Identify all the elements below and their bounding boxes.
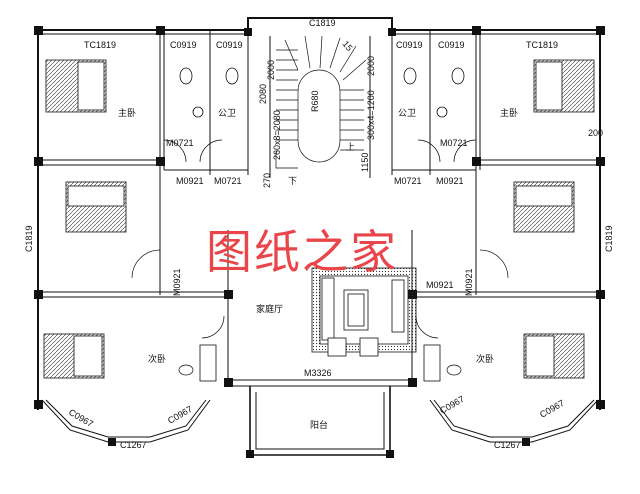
stair-down-label: 下: [288, 176, 297, 186]
dim-200: 200: [588, 128, 603, 138]
room-second-right: 次卧: [476, 353, 494, 364]
watermark: 图纸之家: [206, 225, 398, 279]
room-master-right: 主卧: [500, 107, 518, 118]
door-label-m0921-rv: M0921: [464, 268, 474, 296]
door-label-m0721-r1: M0721: [394, 176, 422, 186]
room-balcony: 阳台: [310, 419, 328, 430]
window-label-c0919-r1: C0919: [396, 40, 423, 50]
door-label-m0921-r3: M0921: [426, 280, 454, 290]
stair-dim-b: 260x8=2080: [272, 110, 282, 160]
stair-dim-g: 270: [262, 173, 272, 188]
stair-dim-e: 300x4=1200: [366, 90, 376, 140]
stair-radius-label: R680: [310, 90, 320, 112]
stair-up-label: 上: [346, 142, 355, 152]
room-master-left: 主卧: [118, 107, 136, 118]
door-label-m0921-r2: M0921: [172, 268, 182, 296]
door-label-m0721-l2: M0721: [214, 176, 242, 186]
door-label-m0721-l1: M0721: [166, 138, 194, 148]
room-bath-left: 公卫: [218, 108, 236, 118]
room-second-left: 次卧: [148, 353, 166, 364]
window-label-c0919-l2: C0919: [216, 40, 243, 50]
window-label-c0919-r2: C0919: [438, 40, 465, 50]
stair-diag-label: 15: [340, 39, 354, 53]
window-label-c1819-right: C1819: [604, 225, 614, 252]
window-label-c1819-left: C1819: [24, 225, 34, 252]
window-label-c1267-right: C1267: [494, 440, 521, 450]
window-label-tc1819-right: TC1819: [526, 40, 558, 50]
window-label-tc1819-left: TC1819: [84, 40, 116, 50]
stair-dim-f: 2000: [366, 56, 376, 76]
window-label-c0967-r1: C0967: [438, 394, 466, 416]
window-label-c1267-left: C1267: [120, 440, 147, 450]
stair-dim-c: 2000: [266, 60, 276, 80]
window-label-c0967-l2: C0967: [166, 404, 194, 426]
room-family-hall: 家庭厅: [256, 303, 283, 314]
window-label-c0919-l1: C0919: [170, 40, 197, 50]
door-label-m0721-r2: M0721: [440, 138, 468, 148]
window-label-c0967-r2: C0967: [538, 398, 566, 420]
door-label-m3326: M3326: [304, 368, 332, 378]
door-label-m0921-l1: M0921: [176, 176, 204, 186]
stair-dim-d: 1150: [360, 153, 370, 172]
stair-dim-a: 2080: [258, 84, 268, 104]
door-label-m0921-r1: M0921: [436, 176, 464, 186]
room-bath-right: 公卫: [398, 108, 416, 118]
window-label-c1819-top: C1819: [309, 18, 336, 28]
